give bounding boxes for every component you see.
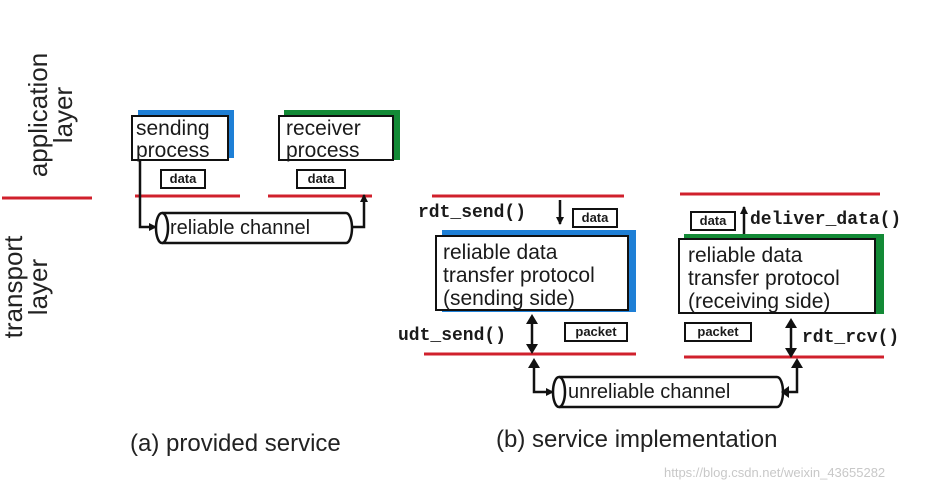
b-receiver-data-tag: data <box>690 211 736 231</box>
watermark: https://blog.csdn.net/weixin_43655282 <box>664 465 886 480</box>
a-caption: (a) provided service <box>130 430 341 457</box>
transport-layer-label: transport layer <box>0 210 80 350</box>
b-connector-tip-right <box>781 386 789 398</box>
a-receiver-process-line2: process <box>286 139 360 162</box>
a-sending-process-line2: process <box>136 139 210 162</box>
b-connector-tip-top-right <box>791 358 803 368</box>
b-caption: (b) service implementation <box>496 426 778 453</box>
a-receive-arrow <box>352 194 368 229</box>
application-layer-label: application layer <box>0 40 80 190</box>
udt-send-double-arrow <box>526 314 538 354</box>
b-sender-protocol-box: reliable data transfer protocol (sending… <box>435 235 629 311</box>
transport-label-line2: layer <box>23 258 53 316</box>
b-sender-protocol-line1: reliable data <box>443 241 558 264</box>
a-receiver-process-box: receiver process <box>278 115 394 162</box>
b-sender-to-channel-connector <box>532 366 554 396</box>
deliver-data-label: deliver_data() <box>750 210 902 230</box>
b-receiver-protocol-line1: reliable data <box>688 244 803 267</box>
a-sending-process-box: sending process <box>131 115 229 162</box>
b-sender-protocol-line3: (sending side) <box>443 287 575 310</box>
a-send-arrow <box>138 160 157 231</box>
udt-send-label: udt_send() <box>398 326 507 346</box>
a-sending-process-line1: sending <box>136 117 210 140</box>
b-receiver-packet-tag: packet <box>684 322 752 342</box>
b-unreliable-channel-label: unreliable channel <box>568 381 731 403</box>
a-receiver-process-line1: receiver <box>286 117 361 140</box>
rdt-rcv-label: rdt_rcv() <box>802 328 900 348</box>
a-sender-data-tag: data <box>160 169 206 189</box>
application-label-line2: layer <box>48 86 78 144</box>
a-reliable-channel-pipe <box>154 211 354 245</box>
b-receiver-protocol-line2: transfer protocol <box>688 267 840 290</box>
rdt-rcv-double-arrow <box>785 318 797 358</box>
b-receiver-protocol-line3: (receiving side) <box>688 290 831 313</box>
b-connector-tip-top-left <box>528 358 540 368</box>
b-receiver-protocol-box: reliable data transfer protocol (receivi… <box>678 238 876 314</box>
b-unreliable-channel-pipe <box>551 375 785 409</box>
a-reliable-channel-label: reliable channel <box>170 217 311 239</box>
rdt-send-label: rdt_send() <box>418 203 527 223</box>
b-sender-data-tag: data <box>572 208 618 228</box>
b-sender-protocol-line2: transfer protocol <box>443 264 595 287</box>
b-sender-packet-tag: packet <box>564 322 628 342</box>
a-receiver-data-tag: data <box>296 169 346 189</box>
b-channel-to-receiver-connector <box>787 366 799 394</box>
